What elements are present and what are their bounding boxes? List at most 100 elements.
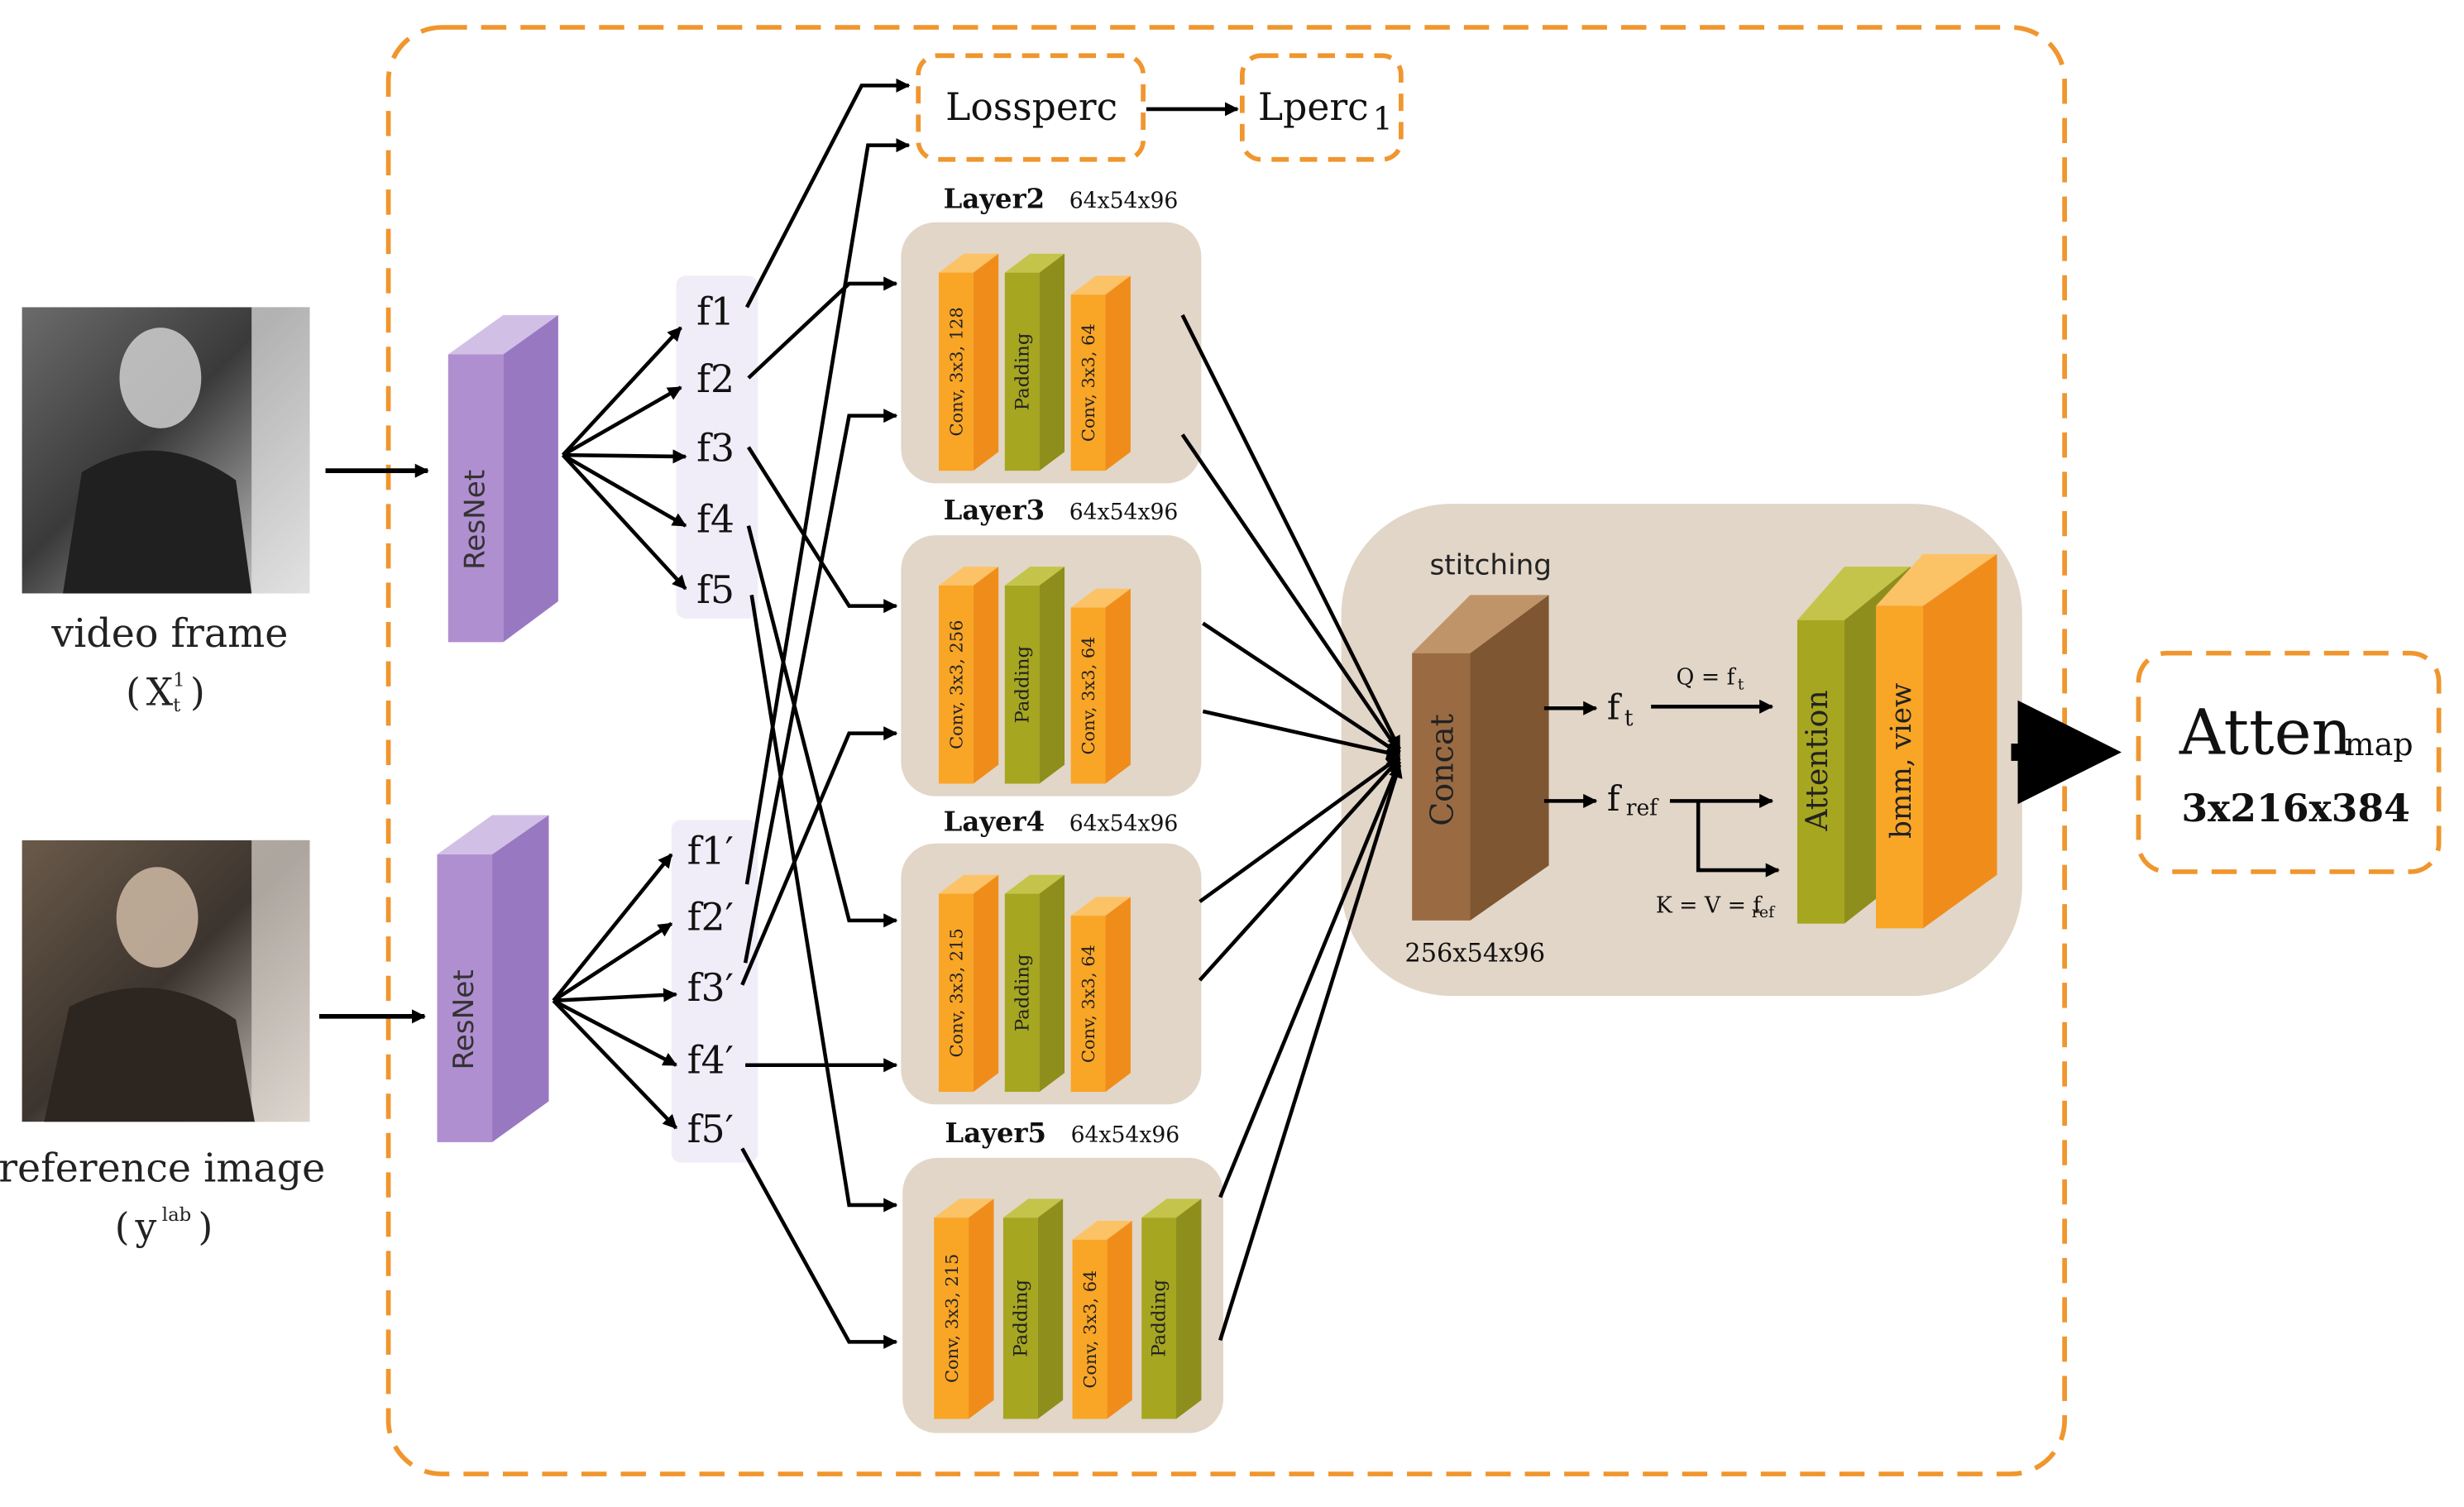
layer-title: Layer2: [944, 184, 1045, 215]
converging-arrows: [1180, 313, 1403, 1342]
feature-video-1: f1: [696, 289, 734, 333]
svg-text:t: t: [1738, 675, 1744, 693]
svg-text:ref: ref: [1752, 903, 1776, 921]
stitching-title: stitching: [1429, 549, 1552, 582]
kv-label: K = V = f ref: [1656, 892, 1776, 921]
svg-text:1: 1: [173, 670, 185, 691]
conv-block: Conv, 3x3, 64: [1070, 897, 1131, 1093]
block-label: Conv, 3x3, 128: [946, 307, 966, 436]
fref-label: f ref: [1607, 778, 1659, 821]
resnet-block-ref: ResNet: [437, 815, 549, 1142]
feature-video-5: f5: [696, 568, 734, 612]
ft-label: f t: [1607, 687, 1634, 732]
block-label: Conv, 3x3, 256: [946, 620, 966, 749]
layer-dims: 64x54x96: [1071, 1122, 1180, 1148]
resnet-label-video: ResNet: [459, 470, 492, 570]
output-name: Atten map: [2179, 695, 2414, 768]
feature-routing-arrows: [740, 78, 911, 1349]
video-frame-label: video frame: [50, 611, 288, 657]
reference-image: [22, 840, 310, 1122]
concat-dims: 256x54x96: [1404, 939, 1545, 968]
lossperc-label: Lossperc: [945, 85, 1117, 129]
svg-text:Attention: Attention: [1799, 690, 1835, 831]
feature-ref-5: f5′: [687, 1108, 734, 1151]
svg-text:1: 1: [1373, 101, 1393, 137]
conv-block: Conv, 3x3, 64: [1070, 275, 1131, 471]
layer-title: Layer5: [945, 1117, 1046, 1149]
kv-route-arrow: [1696, 801, 1780, 878]
block-label: Conv, 3x3, 64: [1079, 637, 1098, 755]
lperc-box: [1240, 53, 1404, 162]
conv-block: Conv, 3x3, 128: [938, 253, 999, 471]
concat-block: Concat: [1412, 595, 1549, 921]
svg-text:t: t: [173, 695, 180, 716]
lossperc-box: [916, 53, 1146, 162]
output-box: [2136, 650, 2442, 874]
layer-title: Layer4: [944, 806, 1045, 838]
svg-text:bmm, view: bmm, view: [1885, 683, 1918, 839]
conv-block: Conv, 3x3, 64: [1072, 1220, 1132, 1419]
conv-block: Conv, 3x3, 215: [934, 1198, 994, 1419]
reference-features: f1′f2′f3′f4′f5′: [687, 829, 734, 1151]
feature-column-video: [676, 275, 758, 619]
svg-text:map: map: [2345, 726, 2414, 763]
padding-block: Padding: [1004, 567, 1065, 784]
padding-block: Padding: [1004, 253, 1065, 471]
feature-video-4: f4: [696, 497, 734, 541]
block-label: Padding: [1012, 333, 1033, 411]
layer-dims: 64x54x96: [1069, 500, 1179, 525]
feature-ref-4: f4′: [687, 1038, 734, 1082]
feature-video-3: f3: [696, 427, 734, 471]
bmm-view-block: bmm, view: [1875, 553, 1998, 929]
resnet-block-video: ResNet: [447, 314, 558, 643]
video-features: f1 f2 f3 f4 f5: [696, 289, 734, 611]
resnet-fanout-arrows: [552, 326, 687, 1130]
video-frame-image: [22, 307, 310, 594]
svg-text:f: f: [1607, 778, 1622, 819]
layer-title: Layer3: [944, 495, 1045, 526]
svg-text:y: y: [134, 1205, 156, 1249]
block-label: Conv, 3x3, 64: [1079, 323, 1098, 442]
q-label: Q = f t: [1677, 665, 1744, 694]
padding-block: Padding: [1141, 1198, 1202, 1419]
svg-text:Lperc: Lperc: [1258, 85, 1369, 129]
svg-text:t: t: [1624, 706, 1634, 731]
svg-text:K = V = f: K = V = f: [1656, 892, 1763, 918]
feature-ref-1: f1′: [687, 829, 734, 873]
layer-dims: 64x54x96: [1069, 189, 1179, 214]
block-label: Conv, 3x3, 215: [946, 928, 966, 1057]
block-label: Conv, 3x3, 64: [1080, 1270, 1100, 1389]
conv-block: Conv, 3x3, 256: [938, 567, 999, 784]
reference-image-label: reference image: [0, 1146, 325, 1191]
feature-ref-2: f2′: [687, 895, 734, 939]
svg-text:f: f: [1607, 687, 1622, 728]
video-frame-notation: ( X 1 t ): [126, 670, 205, 716]
svg-text:Atten: Atten: [2179, 695, 2352, 768]
feature-video-2: f2: [696, 357, 734, 401]
svg-text:X: X: [146, 670, 174, 714]
svg-text:ref: ref: [1626, 795, 1659, 820]
feature-column-ref: [671, 820, 758, 1163]
svg-text:): ): [190, 670, 205, 714]
conv-block: Conv, 3x3, 215: [938, 874, 999, 1093]
svg-text:): ): [199, 1205, 213, 1249]
svg-text:Q = f: Q = f: [1677, 665, 1737, 691]
svg-text:(: (: [115, 1205, 130, 1249]
svg-text:(: (: [126, 670, 141, 714]
block-label: Padding: [1012, 954, 1033, 1031]
conv-block: Conv, 3x3, 64: [1070, 588, 1131, 784]
reference-image-notation: ( y lab ): [115, 1204, 213, 1249]
output-dims: 3x216x384: [2181, 786, 2410, 830]
svg-text:Concat: Concat: [1424, 714, 1461, 826]
padding-block: Padding: [1002, 1198, 1064, 1419]
block-label: Padding: [1012, 646, 1033, 724]
svg-text:lab: lab: [162, 1204, 191, 1226]
block-label: Padding: [1149, 1280, 1170, 1357]
lperc-label: Lperc 1: [1258, 85, 1393, 136]
padding-block: Padding: [1004, 874, 1065, 1093]
